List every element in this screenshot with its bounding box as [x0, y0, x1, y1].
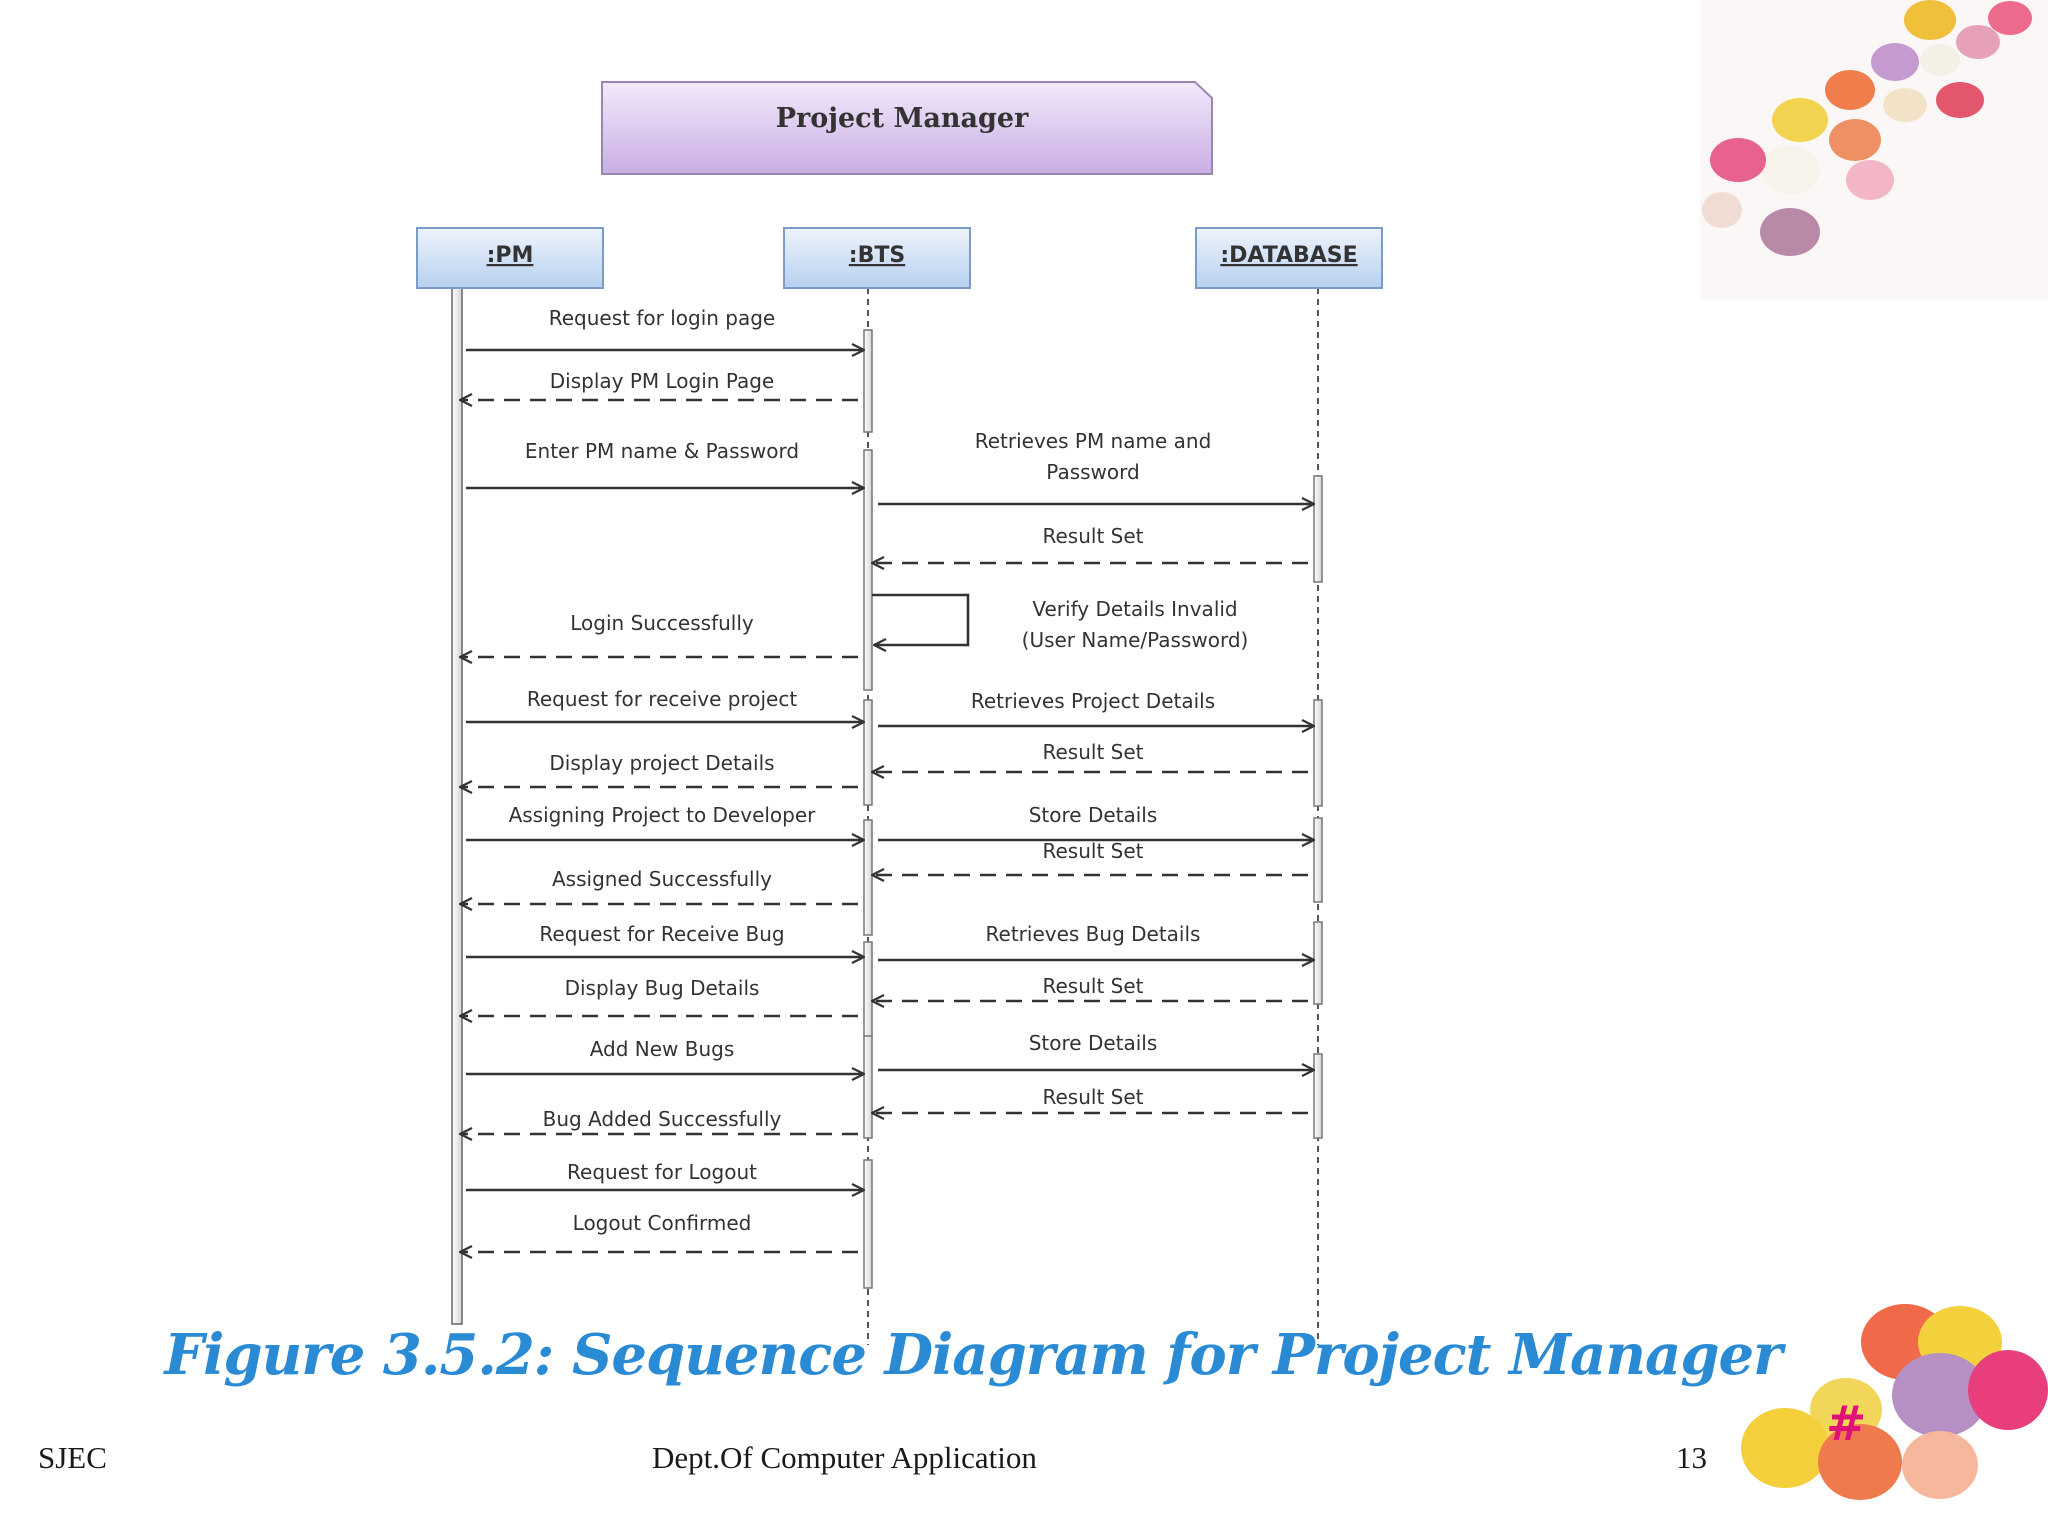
message-5: Result Set [872, 524, 1308, 563]
bts-activation-bar [863, 449, 873, 691]
message-label: Assigned Successfully [552, 867, 772, 891]
footer-center: Dept.Of Computer Application [652, 1440, 1037, 1475]
message-13: Store Details [878, 803, 1314, 840]
message-10: Result Set [872, 740, 1308, 772]
message-label: Result Set [1043, 974, 1144, 998]
bts-activation-bar [863, 941, 873, 1039]
message-label: Request for login page [549, 306, 775, 330]
candy-decoration-top-right [1700, 0, 2048, 300]
message-17: Retrieves Bug Details [878, 922, 1314, 960]
message-21: Store Details [878, 1031, 1314, 1070]
message-label: Retrieves Bug Details [986, 922, 1201, 946]
message-label: Result Set [1043, 839, 1144, 863]
message-20: Add New Bugs [466, 1037, 864, 1074]
self-message-arrow [872, 593, 970, 645]
db-activation-bar [1313, 475, 1323, 583]
message-12: Assigning Project to Developer [466, 803, 864, 840]
db-activation-bar [1313, 817, 1323, 903]
message-label: Store Details [1029, 1031, 1158, 1055]
diagram-title-box: Project Manager [601, 81, 1213, 175]
pm-activation-bar [451, 287, 463, 1325]
message-label: Assigning Project to Developer [509, 803, 817, 827]
db-lifeline-box [1195, 227, 1383, 289]
message-14: Result Set [872, 839, 1308, 875]
lifeline-pm: :PM [416, 227, 604, 1325]
message-24: Request for Logout [466, 1160, 864, 1190]
lifeline-bts: :BTS [783, 227, 971, 1345]
message-3: Enter PM name & Password [466, 439, 864, 488]
message-6: Verify Details Invalid(User Name/Passwor… [872, 593, 1249, 652]
page-number: 13 [1676, 1440, 1707, 1475]
db-activation-bar [1313, 699, 1323, 807]
message-label: Verify Details Invalid(User Name/Passwor… [1022, 597, 1249, 652]
bts-activation-bar [863, 329, 873, 433]
message-label: Retrieves Project Details [971, 689, 1215, 713]
message-16: Request for Receive Bug [466, 922, 864, 957]
message-label: Enter PM name & Password [525, 439, 799, 463]
bts-activation-bar [863, 1035, 873, 1139]
db-lifeline-label: :DATABASE [1220, 243, 1357, 268]
diagram-title: Project Manager [776, 103, 1029, 134]
db-activation-bar [1313, 921, 1323, 1005]
message-18: Result Set [872, 974, 1308, 1001]
bts-activation-bar [863, 1159, 873, 1289]
message-label: Request for Logout [567, 1160, 757, 1184]
figure-caption: Figure 3.5.2: Sequence Diagram for Proje… [164, 1322, 1782, 1388]
message-22: Result Set [872, 1085, 1308, 1113]
bts-activation-bar [863, 819, 873, 936]
db-activation-bar [1313, 1053, 1323, 1139]
message-9: Retrieves Project Details [878, 689, 1314, 726]
message-label: Logout Confirmed [573, 1211, 752, 1235]
pm-lifeline-label: :PM [487, 243, 534, 268]
message-25: Logout Confirmed [460, 1211, 858, 1252]
message-2: Display PM Login Page [460, 369, 858, 400]
message-label: Login Successfully [570, 611, 754, 635]
message-label: Store Details [1029, 803, 1158, 827]
message-label: Display Bug Details [565, 976, 760, 1000]
bts-activation-bar [863, 699, 873, 806]
message-label: Result Set [1043, 1085, 1144, 1109]
bts-lifeline-box [783, 227, 971, 289]
hash-mark: # [1826, 1396, 1867, 1452]
message-label: Add New Bugs [590, 1037, 735, 1061]
message-label: Display PM Login Page [550, 369, 774, 393]
message-8: Request for receive project [466, 687, 864, 722]
lifeline-db: :DATABASE [1195, 227, 1383, 1345]
candy-decoration-bottom-right [1741, 1304, 2048, 1500]
message-label: Request for Receive Bug [539, 922, 784, 946]
pm-lifeline-box [416, 227, 604, 289]
message-11: Display project Details [460, 751, 858, 787]
message-label: Result Set [1043, 524, 1144, 548]
message-15: Assigned Successfully [460, 867, 858, 904]
message-1: Request for login page [466, 306, 864, 350]
message-label: Request for receive project [527, 687, 797, 711]
message-19: Display Bug Details [460, 976, 858, 1016]
message-label: Bug Added Successfully [543, 1107, 782, 1131]
message-23: Bug Added Successfully [460, 1107, 858, 1134]
footer-left: SJEC [38, 1440, 107, 1475]
message-7: Login Successfully [460, 611, 858, 657]
message-label: Display project Details [549, 751, 774, 775]
bts-lifeline-label: :BTS [849, 243, 905, 268]
message-label: Result Set [1043, 740, 1144, 764]
